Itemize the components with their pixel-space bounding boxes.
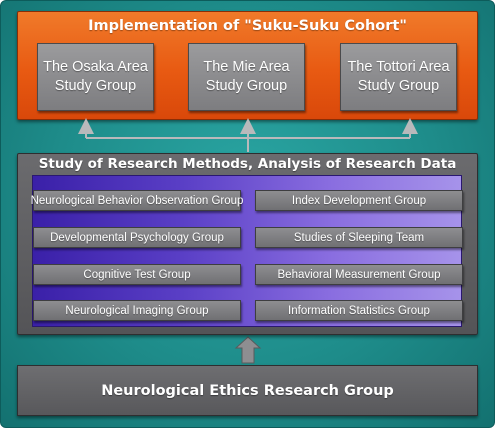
neurological-ethics-research-group[interactable]: Neurological Ethics Research Group — [17, 365, 478, 416]
research-methods-panel: Study of Research Methods, Analysis of R… — [17, 153, 478, 335]
up-arrow — [234, 336, 262, 364]
studies-of-sleeping-team[interactable]: Studies of Sleeping Team — [255, 227, 463, 248]
behavioral-measurement-group[interactable]: Behavioral Measurement Group — [255, 264, 463, 285]
cognitive-test-group[interactable]: Cognitive Test Group — [33, 264, 241, 285]
neurological-behavior-observation-group[interactable]: Neurological Behavior Observation Group — [31, 190, 243, 211]
information-statistics-group[interactable]: Information Statistics Group — [255, 300, 463, 321]
implementation-title: Implementation of "Suku-Suku Cohort" — [88, 18, 407, 34]
osaka-area-study-group[interactable]: The Osaka Area Study Group — [37, 43, 154, 111]
implementation-panel: Implementation of "Suku-Suku Cohort" The… — [17, 11, 478, 120]
index-development-group[interactable]: Index Development Group — [255, 190, 463, 211]
research-methods-title: Study of Research Methods, Analysis of R… — [38, 156, 457, 172]
tottori-area-study-group[interactable]: The Tottori Area Study Group — [340, 43, 457, 111]
neurological-imaging-group[interactable]: Neurological Imaging Group — [33, 300, 241, 321]
mie-area-study-group[interactable]: The Mie Area Study Group — [188, 43, 305, 111]
developmental-psychology-group[interactable]: Developmental Psychology Group — [33, 227, 241, 248]
groups-area: Neurological Behavior Observation Group … — [31, 175, 463, 327]
